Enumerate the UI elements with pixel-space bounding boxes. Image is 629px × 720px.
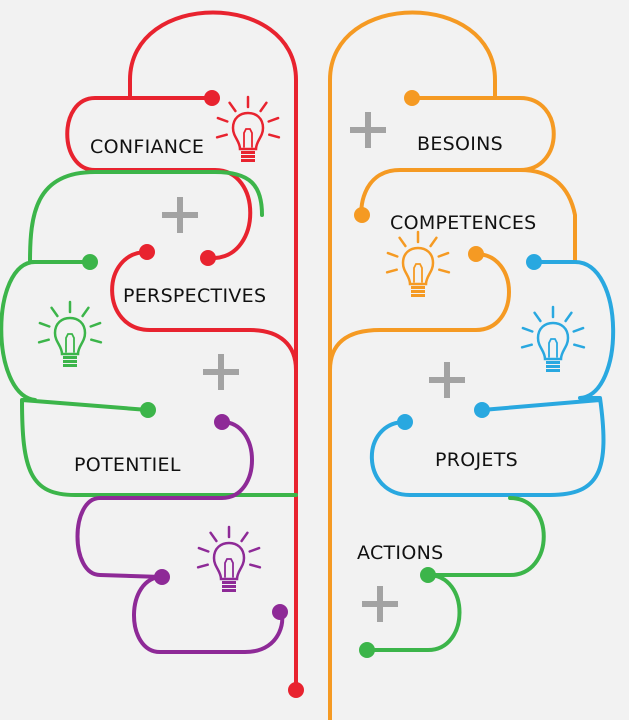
node-orange-1 [404,90,420,106]
label-projets: PROJETS [435,449,518,471]
plus-icon [350,112,386,148]
purple-circuit-path [75,420,285,654]
red-trunk-path [128,10,298,692]
node-orange-3 [468,246,484,262]
node-blue-1 [526,254,542,270]
blue-circuit-path [369,260,616,497]
node-purple-1 [214,414,230,430]
node-red-2 [139,244,155,260]
plus-icon [362,586,398,622]
node-red-3 [200,250,216,266]
plus-icon [429,362,465,398]
node-blue-2 [397,414,413,430]
label-perspectives: PERSPECTIVES [123,285,266,307]
lightbulb-icon [385,230,451,297]
label-actions: ACTIONS [357,542,443,564]
lightbulb-icon [37,300,103,367]
node-green-2 [140,402,156,418]
label-competences: COMPETENCES [390,212,537,234]
label-besoins: BESOINS [417,133,503,155]
node-red-4 [288,682,304,698]
lightbulb-icon [196,525,262,592]
red-perspectives-loop-path [110,250,298,372]
node-green-3 [420,567,436,583]
label-potentiel: POTENTIEL [74,454,181,476]
lightbulb-icon [520,305,586,372]
orange-trunk-path [328,10,577,720]
nodes [82,90,542,698]
red-confiance-loop-path [65,96,253,260]
node-orange-2 [354,207,370,223]
label-confiance: CONFIANCE [90,136,204,158]
node-red-1 [204,90,220,106]
node-blue-3 [474,402,490,418]
node-purple-2 [154,569,170,585]
node-green-4 [359,642,375,658]
lightbulb-icon [215,95,281,162]
green-circuit-path [0,170,298,497]
node-purple-3 [272,604,288,620]
green-right-circuit-path [365,496,546,652]
node-green-1 [82,254,98,270]
plus-icon [162,197,198,233]
plus-icon [203,354,239,390]
